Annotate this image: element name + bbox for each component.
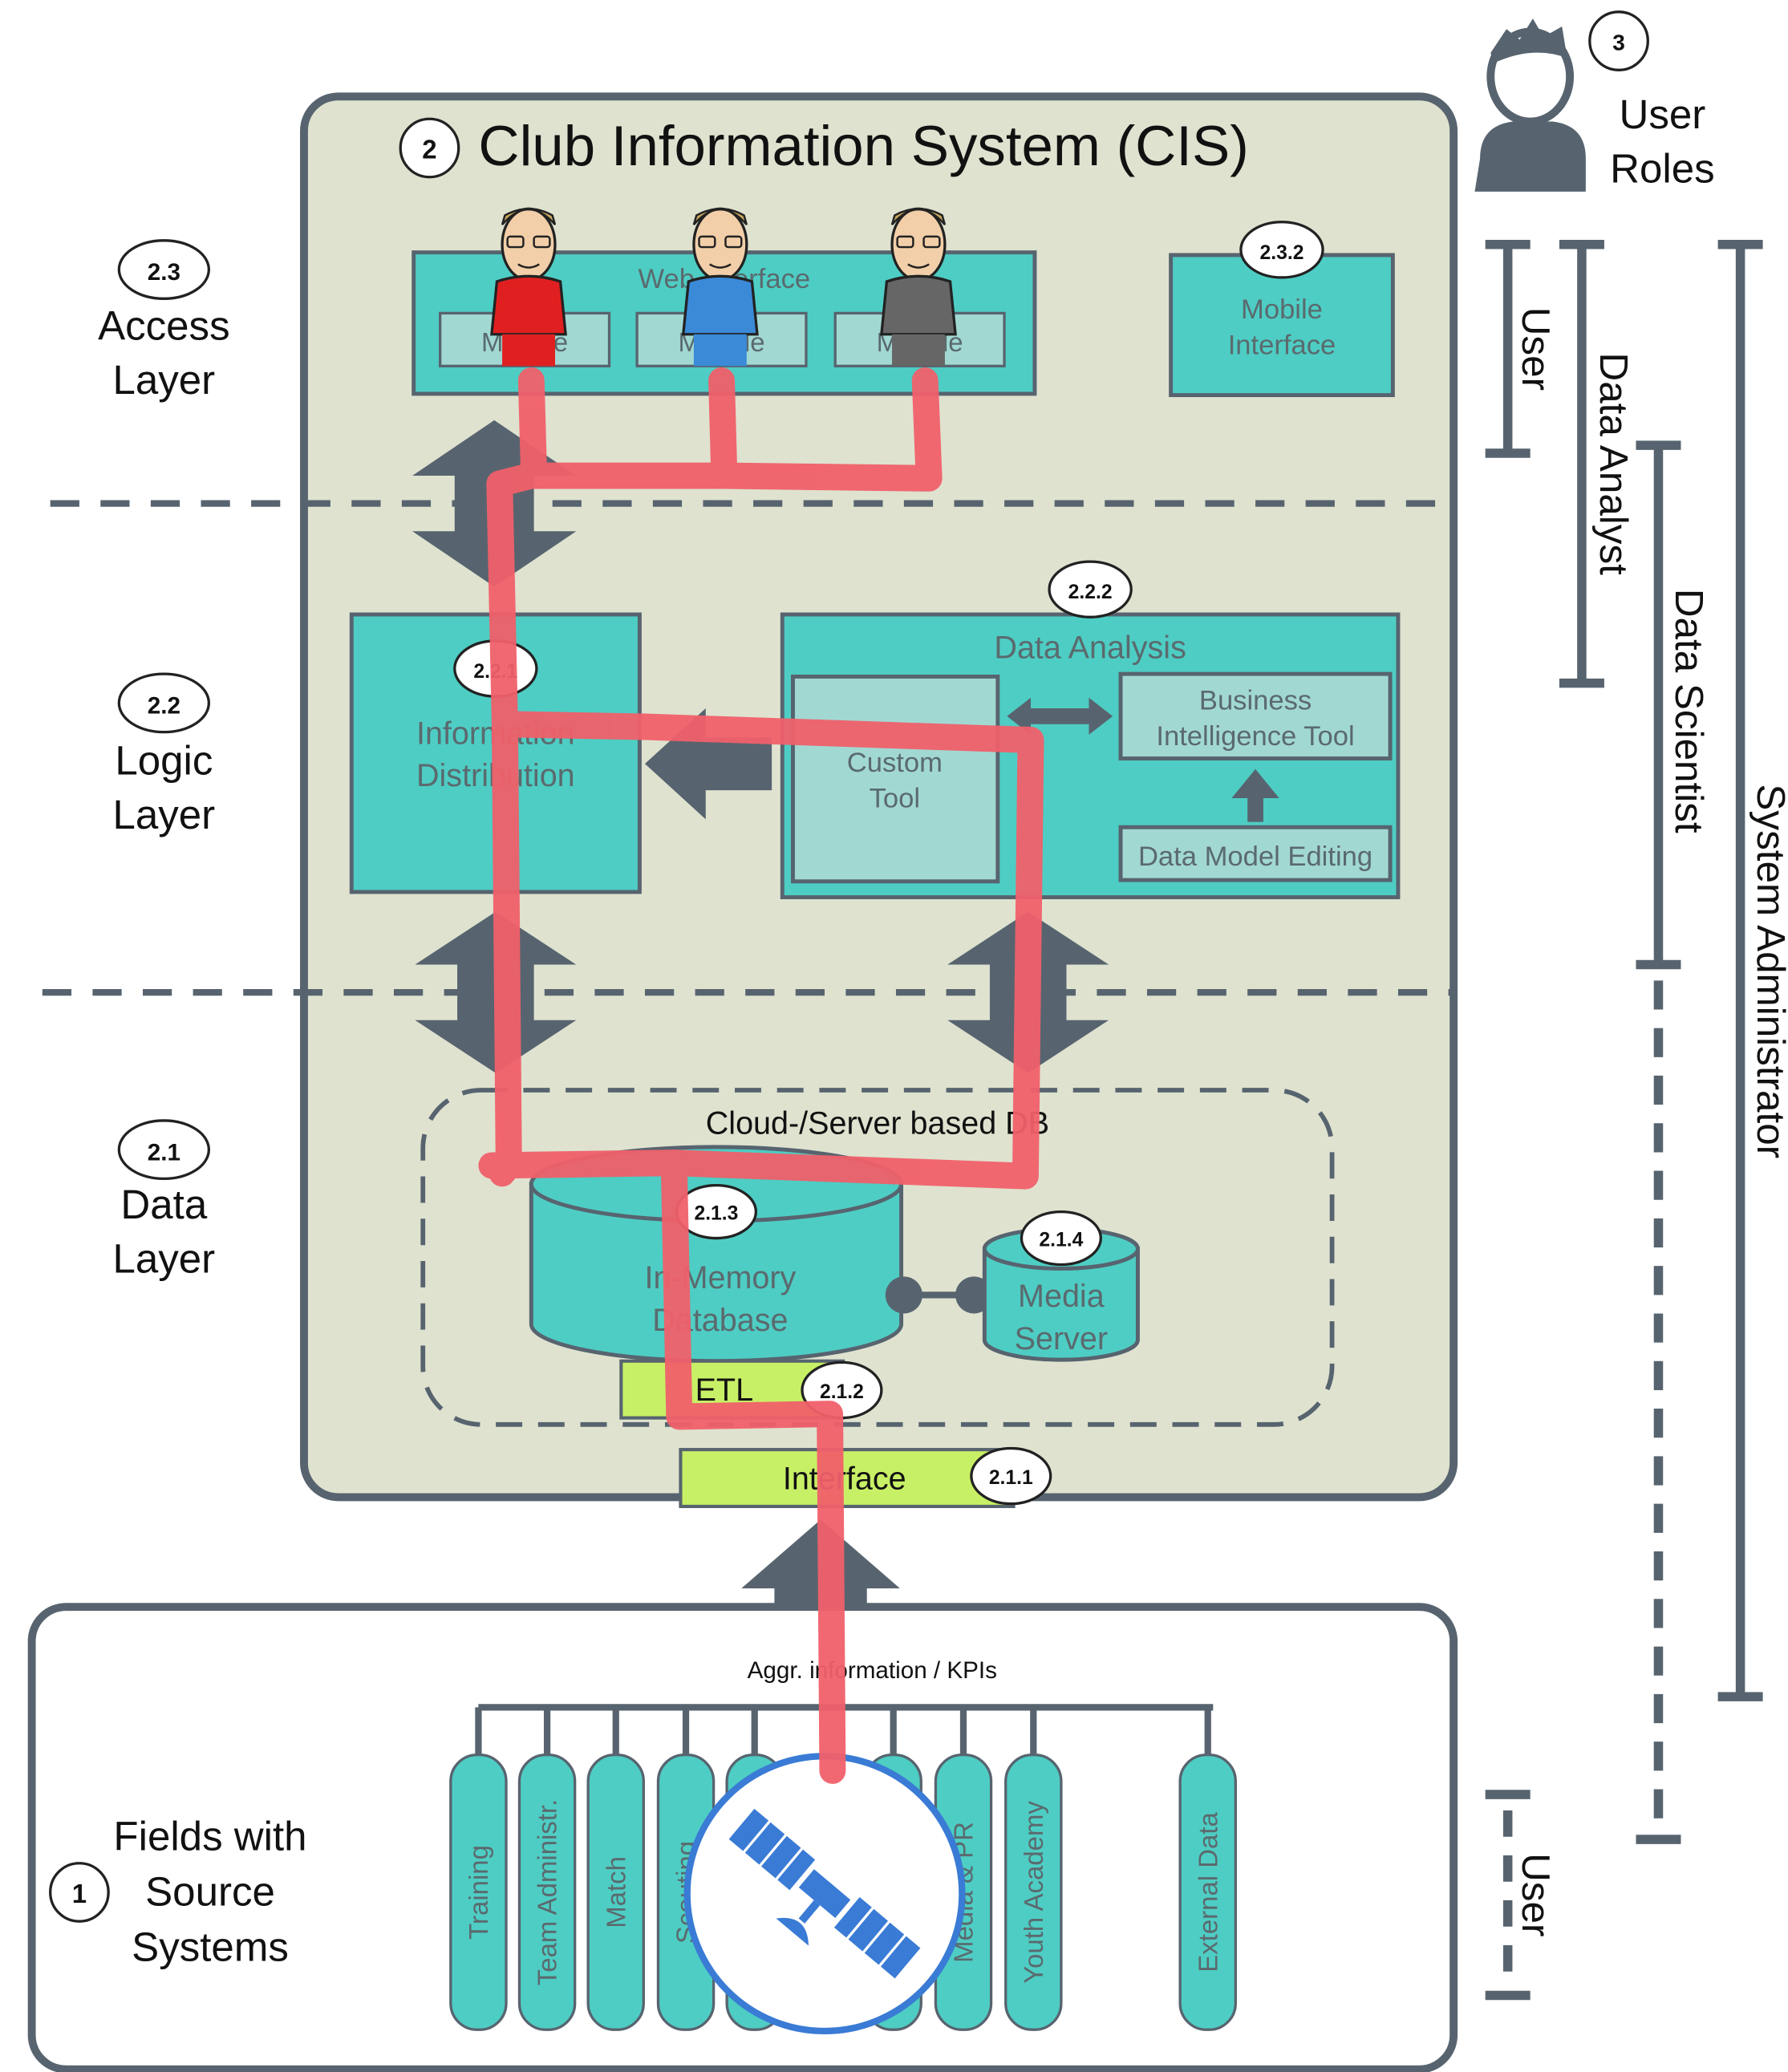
source-field-label: External Data <box>1193 1812 1222 1973</box>
mobile-interface-label-2: Interface <box>1228 330 1336 360</box>
user-roles-badge: 3 <box>1612 30 1625 55</box>
source-field-label: Training <box>464 1845 493 1940</box>
double-arrow-custom-bi <box>1007 697 1113 735</box>
svg-text:1: 1 <box>72 1879 87 1908</box>
layer-label-access: 2.3 Access Layer <box>98 239 230 403</box>
svg-text:Logic: Logic <box>115 737 213 783</box>
coach-avatar-icon <box>682 207 759 367</box>
svg-text:Fields with: Fields with <box>113 1813 306 1859</box>
svg-text:Access: Access <box>98 302 230 348</box>
svg-text:Layer: Layer <box>113 1235 216 1281</box>
svg-text:Layer: Layer <box>113 357 216 403</box>
source-field-label: Team Administr. <box>533 1799 562 1985</box>
data-model-box[interactable] <box>1118 825 1393 882</box>
source-field-external-data[interactable] <box>1178 1753 1237 2031</box>
source-systems-label: 1 Fields with Source Systems <box>49 1813 307 1970</box>
role-bar-data-analyst <box>1559 239 1604 688</box>
custom-tool-box[interactable] <box>791 674 1000 884</box>
media-server-label-1: Media <box>1018 1279 1105 1314</box>
role-label-data-scientist: Data Scientist <box>1667 589 1711 833</box>
data-model-label: Data Model Editing <box>1138 841 1372 872</box>
data-analysis-badge: 2.2.2 <box>1068 582 1113 603</box>
mobile-interface-label-1: Mobile <box>1241 294 1323 325</box>
layer-label-data: 2.1 Data Layer <box>113 1119 216 1281</box>
title-badge-circle <box>399 117 460 179</box>
title-badge: 2 <box>422 135 436 164</box>
source-field-label: Youth Academy <box>1019 1801 1048 1984</box>
person-silhouette-icon <box>1474 18 1586 192</box>
aggr-info-label: Aggr. information / KPIs <box>748 1657 997 1684</box>
source-field-youth-academy[interactable] <box>1004 1753 1063 2031</box>
svg-text:2.3: 2.3 <box>148 259 180 286</box>
role-label-user-bottom: User <box>1514 1853 1558 1936</box>
role-bar-user-top <box>1485 239 1531 458</box>
role-bar-system-admin <box>1717 239 1763 1701</box>
etl-label: ETL <box>695 1373 753 1408</box>
in-memory-db-badge: 2.1.3 <box>694 1202 738 1224</box>
media-server-label-2: Server <box>1015 1321 1108 1356</box>
user-roles-label-2: Roles <box>1610 145 1715 191</box>
cloud-db-boundary <box>420 1088 1335 1427</box>
role-label-data-analyst: Data Analyst <box>1591 353 1636 576</box>
media-server-badge: 2.1.4 <box>1039 1229 1083 1251</box>
satellite-icon <box>683 1753 966 2035</box>
data-analysis-title: Data Analysis <box>994 630 1186 665</box>
coach-avatar-icon <box>490 207 567 367</box>
bi-tool-box[interactable] <box>1118 671 1393 761</box>
mobile-interface-badge: 2.3.2 <box>1260 242 1304 264</box>
user-roles-label-1: User <box>1620 91 1706 137</box>
role-label-user-top: User <box>1514 307 1558 391</box>
etl-badge: 2.1.2 <box>820 1381 864 1403</box>
source-field-label: Match <box>601 1856 630 1928</box>
svg-text:2.2: 2.2 <box>148 693 180 720</box>
svg-text:2.1: 2.1 <box>148 1139 180 1166</box>
interface-label: Interface <box>783 1462 906 1497</box>
source-field-training[interactable] <box>449 1753 508 2031</box>
custom-tool-label-2: Tool <box>870 784 920 814</box>
arrow-up-to-bi <box>1231 768 1279 822</box>
svg-text:Layer: Layer <box>113 792 216 837</box>
layer-label-logic: 2.2 Logic Layer <box>113 672 216 837</box>
bi-tool-label-2: Intelligence Tool <box>1156 721 1354 752</box>
data-flow-path <box>478 367 1044 1784</box>
coach-avatar-icon <box>880 207 957 367</box>
role-bar-data-scientist <box>1636 440 1681 970</box>
page-title: Club Information System (CIS) <box>478 115 1248 178</box>
svg-text:Data: Data <box>120 1182 207 1227</box>
role-label-system-admin: System Administrator <box>1749 784 1788 1158</box>
svg-text:Systems: Systems <box>132 1924 289 1970</box>
bi-tool-label-1: Business <box>1199 686 1312 716</box>
custom-tool-label-1: Custom <box>847 748 943 778</box>
role-bar-user-bottom <box>1485 1790 1531 2001</box>
svg-text:Source: Source <box>145 1868 275 1914</box>
user-roles-badge-circle <box>1588 10 1649 71</box>
interface-badge: 2.1.1 <box>989 1467 1033 1489</box>
interface-box[interactable] <box>679 1448 1016 1509</box>
cloud-db-label: Cloud-/Server based DB <box>706 1105 1049 1141</box>
source-field-team-administr[interactable] <box>517 1753 577 2031</box>
source-field-match[interactable] <box>586 1753 645 2031</box>
